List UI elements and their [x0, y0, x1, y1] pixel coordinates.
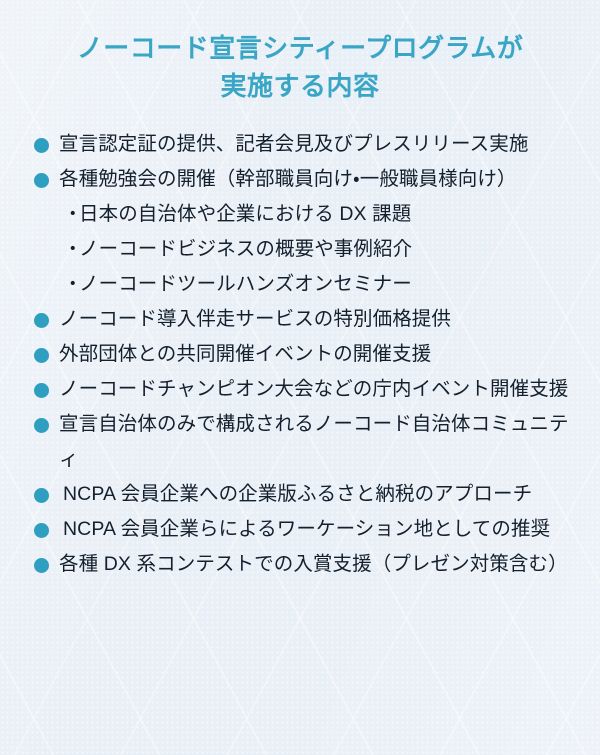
list-item: ノーコードチャンピオン大会などの庁内イベント開催支援	[34, 372, 586, 407]
sub-list-item: ・ノーコードツールハンズオンセミナー	[63, 267, 586, 302]
list-item-label: ノーコード導入伴走サービスの特別価格提供	[59, 308, 452, 331]
list-item: NCPA 会員企業への企業版ふるさと納税のアプローチ	[34, 477, 586, 512]
sub-bullet-dot-icon: ・	[63, 238, 83, 261]
list-item: 各種勉強会の開催（幹部職員向け・一般職員様向け）	[34, 162, 586, 197]
bullet-circle-icon	[34, 558, 49, 574]
list-item: 宣言認定証の提供、記者会見及びプレスリリース実施	[34, 127, 586, 162]
bullet-circle-icon	[34, 138, 49, 154]
list-item: 各種 DX 系コンテストでの入賞支援（プレゼン対策含む）	[34, 547, 586, 582]
page-title-line-2: 実施する内容	[220, 70, 380, 101]
list-item-label: 各種勉強会の開催（幹部職員向け・一般職員様向け）	[59, 168, 517, 191]
sub-list-item-label: 日本の自治体や企業における DX 課題	[79, 203, 412, 226]
list-item-label: ノーコードチャンピオン大会などの庁内イベント開催支援	[59, 378, 569, 401]
list-item: 宣言自治体のみで構成されるノーコード自治体コミュニティ	[34, 407, 586, 477]
list-item-label: NCPA 会員企業らによるワーケーション地としての推奨	[63, 518, 551, 541]
page-title: ノーコード宣言シティープログラムが 実施する内容	[0, 0, 600, 105]
program-bullet-list: 宣言認定証の提供、記者会見及びプレスリリース実施各種勉強会の開催（幹部職員向け・…	[0, 105, 600, 582]
bullet-circle-icon	[34, 383, 49, 399]
slide-content: ノーコード宣言シティープログラムが 実施する内容 宣言認定証の提供、記者会見及び…	[0, 0, 600, 582]
list-item-label: NCPA 会員企業への企業版ふるさと納税のアプローチ	[63, 483, 533, 506]
sub-list-item-label: ノーコードツールハンズオンセミナー	[79, 273, 412, 296]
sub-list-item-label: ノーコードビジネスの概要や事例紹介	[79, 238, 413, 261]
sub-list-item: ・日本の自治体や企業における DX 課題	[63, 197, 586, 232]
list-item-label: 外部団体との共同開催イベントの開催支援	[59, 343, 432, 366]
bullet-circle-icon	[34, 488, 49, 504]
sub-bullet-dot-icon: ・	[63, 203, 83, 226]
bullet-circle-icon	[34, 313, 49, 329]
list-item-label: 宣言認定証の提供、記者会見及びプレスリリース実施	[59, 133, 529, 156]
bullet-circle-icon	[34, 348, 49, 364]
page-title-line-1: ノーコード宣言シティープログラムが	[76, 33, 524, 63]
sub-bullet-dot-icon: ・	[63, 273, 83, 296]
bullet-circle-icon	[34, 523, 49, 539]
list-item-label: 各種 DX 系コンテストでの入賞支援（プレゼン対策含む）	[59, 553, 568, 576]
list-item: 外部団体との共同開催イベントの開催支援	[34, 337, 586, 372]
sub-list: ・日本の自治体や企業における DX 課題・ノーコードビジネスの概要や事例紹介・ノ…	[34, 197, 586, 302]
list-item: NCPA 会員企業らによるワーケーション地としての推奨	[34, 512, 586, 547]
list-item: ノーコード導入伴走サービスの特別価格提供	[34, 302, 586, 337]
bullet-circle-icon	[34, 173, 49, 189]
bullet-circle-icon	[34, 418, 49, 434]
sub-list-item: ・ノーコードビジネスの概要や事例紹介	[63, 232, 586, 267]
list-item-label: 宣言自治体のみで構成されるノーコード自治体コミュニティ	[59, 413, 569, 471]
